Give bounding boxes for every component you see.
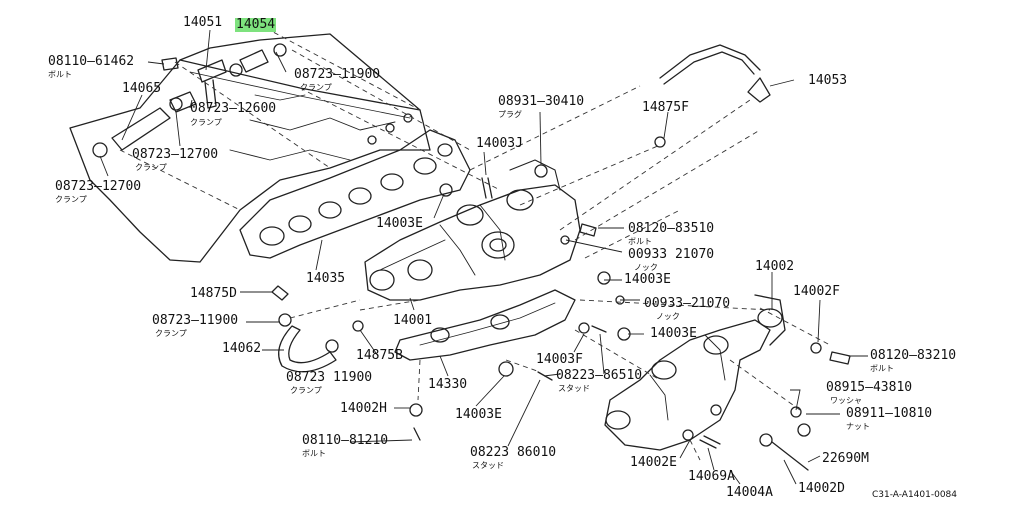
label-08931-30410-jp: プラグ	[498, 110, 522, 119]
label-08223-86010-jp: スタッド	[472, 461, 504, 470]
label-08120-83210[interactable]: 08120–83210	[870, 348, 957, 363]
label-14003E-bottom[interactable]: 14003E	[455, 407, 502, 422]
label-08120-83210-jp: ボルト	[870, 364, 894, 373]
label-08723-12600[interactable]: 08723–12600	[190, 101, 277, 116]
label-14875B[interactable]: 14875B	[356, 348, 403, 363]
label-08723-11900-lower[interactable]: 08723 11900	[286, 370, 373, 385]
label-00933-21070-upper[interactable]: 00933 21070	[628, 247, 715, 262]
label-14330[interactable]: 14330	[428, 377, 468, 392]
label-08931-30410[interactable]: 08931–30410	[498, 94, 585, 109]
label-14004A[interactable]: 14004A	[726, 485, 773, 500]
label-08723-11900-left-jp: クランプ	[155, 329, 187, 338]
label-14875D[interactable]: 14875D	[190, 286, 237, 301]
label-14003E-upper[interactable]: 14003E	[376, 216, 423, 231]
label-08723-11900-left[interactable]: 08723–11900	[152, 313, 239, 328]
label-14051[interactable]: 14051	[183, 15, 223, 30]
label-08915-43810-jp: ワッシャ	[830, 396, 862, 405]
label-14053[interactable]: 14053	[808, 73, 848, 88]
label-08110-81210-jp: ボルト	[302, 449, 326, 458]
label-14003J[interactable]: 14003J	[476, 136, 523, 151]
label-14003E-right[interactable]: 14003E	[624, 272, 671, 287]
label-08911-10810[interactable]: 08911–10810	[846, 406, 933, 421]
label-00933-21070-lower[interactable]: 00933–21070	[644, 296, 731, 311]
label-08120-83510[interactable]: 08120–83510	[628, 221, 715, 236]
label-14002D[interactable]: 14002D	[798, 481, 845, 496]
label-08120-83510-jp: ボルト	[628, 237, 652, 246]
label-14002[interactable]: 14002	[755, 259, 795, 274]
label-08223-86510-jp: スタッド	[558, 384, 590, 393]
diagram-reference-code: C31-A-A1401-0084	[872, 490, 958, 500]
label-08723-12600-jp: クランプ	[190, 118, 222, 127]
label-08223-86010[interactable]: 08223 86010	[470, 445, 557, 460]
label-00933-21070-upper-jp: ノック	[634, 263, 658, 272]
label-08723-11900-lower-jp: クランプ	[290, 386, 322, 395]
label-14062[interactable]: 14062	[222, 341, 262, 356]
label-08911-10810-jp: ナット	[846, 422, 870, 431]
label-14002F[interactable]: 14002F	[793, 284, 840, 299]
label-08723-12700-mid[interactable]: 08723–12700	[132, 147, 219, 162]
label-08110-81210[interactable]: 08110–81210	[302, 433, 389, 448]
label-14035[interactable]: 14035	[306, 271, 346, 286]
label-08110-61462[interactable]: 08110–61462	[48, 54, 135, 69]
label-14069A[interactable]: 14069A	[688, 469, 735, 484]
label-14003E-lower[interactable]: 14003E	[650, 326, 697, 341]
label-08723-11900-top[interactable]: 08723–11900	[294, 67, 381, 82]
label-14875F[interactable]: 14875F	[642, 100, 689, 115]
label-08110-61462-jp: ボルト	[48, 70, 72, 79]
label-14001[interactable]: 14001	[393, 313, 433, 328]
label-14054-highlighted[interactable]: 14054	[235, 17, 277, 32]
label-14065[interactable]: 14065	[122, 81, 162, 96]
label-08723-12700-left[interactable]: 08723–12700	[55, 179, 142, 194]
label-08223-86510[interactable]: 08223–86510	[556, 368, 643, 383]
label-14002H[interactable]: 14002H	[340, 401, 387, 416]
label-08723-11900-top-jp: クランプ	[300, 83, 332, 92]
label-08723-12700-mid-jp: クランプ	[135, 163, 167, 172]
label-14002E[interactable]: 14002E	[630, 455, 677, 470]
label-14003F[interactable]: 14003F	[536, 352, 583, 367]
label-08723-12700-left-jp: クランプ	[55, 195, 87, 204]
label-22690M[interactable]: 22690M	[822, 451, 869, 466]
label-00933-21070-lower-jp: ノック	[656, 312, 680, 321]
label-08915-43810[interactable]: 08915–43810	[826, 380, 913, 395]
